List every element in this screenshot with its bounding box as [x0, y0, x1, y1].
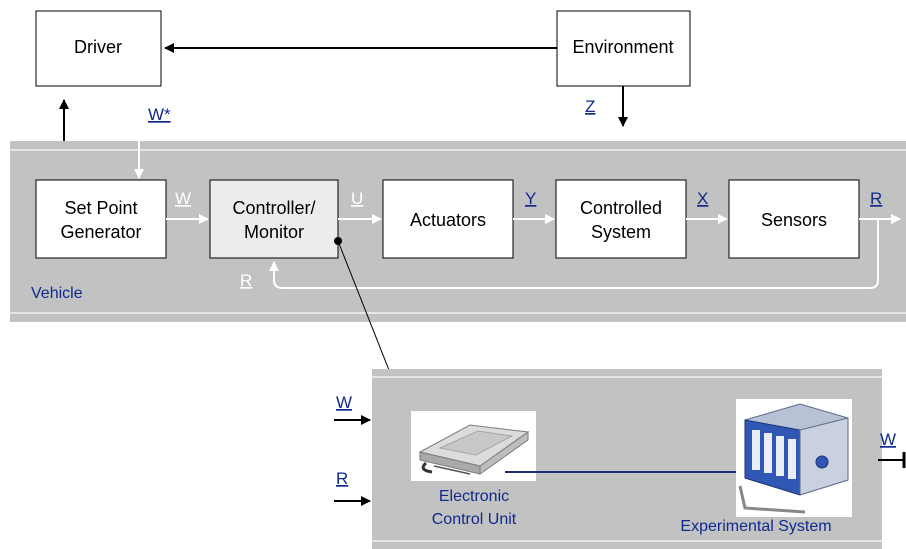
controller-line-1: Controller/: [232, 198, 315, 218]
set-point-line-1: Set Point: [64, 198, 137, 218]
signal-w-in: W: [336, 393, 352, 412]
signal-w-star: W*: [148, 105, 171, 124]
driver-box: [35, 10, 162, 87]
signal-y: Y: [525, 189, 536, 208]
signal-x: X: [697, 189, 708, 208]
signal-w-out: W: [880, 430, 896, 449]
controlled-system-line-1: Controlled: [580, 198, 662, 218]
signal-w: W: [175, 189, 191, 208]
ecu-image: [411, 411, 536, 481]
signal-r-out: R: [870, 189, 882, 208]
signal-r-feedback: R: [240, 271, 252, 290]
vehicle-label: Vehicle: [31, 285, 83, 302]
ecu-label-line-2: Control Unit: [432, 511, 517, 528]
controller-monitor-box: [209, 179, 339, 259]
set-point-line-2: Generator: [60, 222, 141, 242]
controller-line-2: Monitor: [244, 222, 304, 242]
actuators-box: [382, 179, 514, 259]
signal-z: Z: [585, 97, 595, 116]
controlled-system-line-2: System: [591, 222, 651, 242]
experimental-system-label: Experimental System: [680, 518, 831, 535]
driver-label: Driver: [74, 37, 122, 57]
signal-r-in: R: [336, 469, 348, 488]
environment-label: Environment: [572, 37, 673, 57]
experimental-system-image: [736, 399, 852, 517]
actuators-label: Actuators: [410, 210, 486, 230]
controlled-system-box: [555, 179, 687, 259]
feedback-r-path: [269, 219, 879, 289]
ecu-label-line-1: Electronic: [439, 488, 509, 505]
sensors-label: Sensors: [761, 210, 827, 230]
sensors-box: [728, 179, 860, 259]
set-point-generator-box: [35, 179, 167, 259]
signal-u: U: [351, 189, 363, 208]
